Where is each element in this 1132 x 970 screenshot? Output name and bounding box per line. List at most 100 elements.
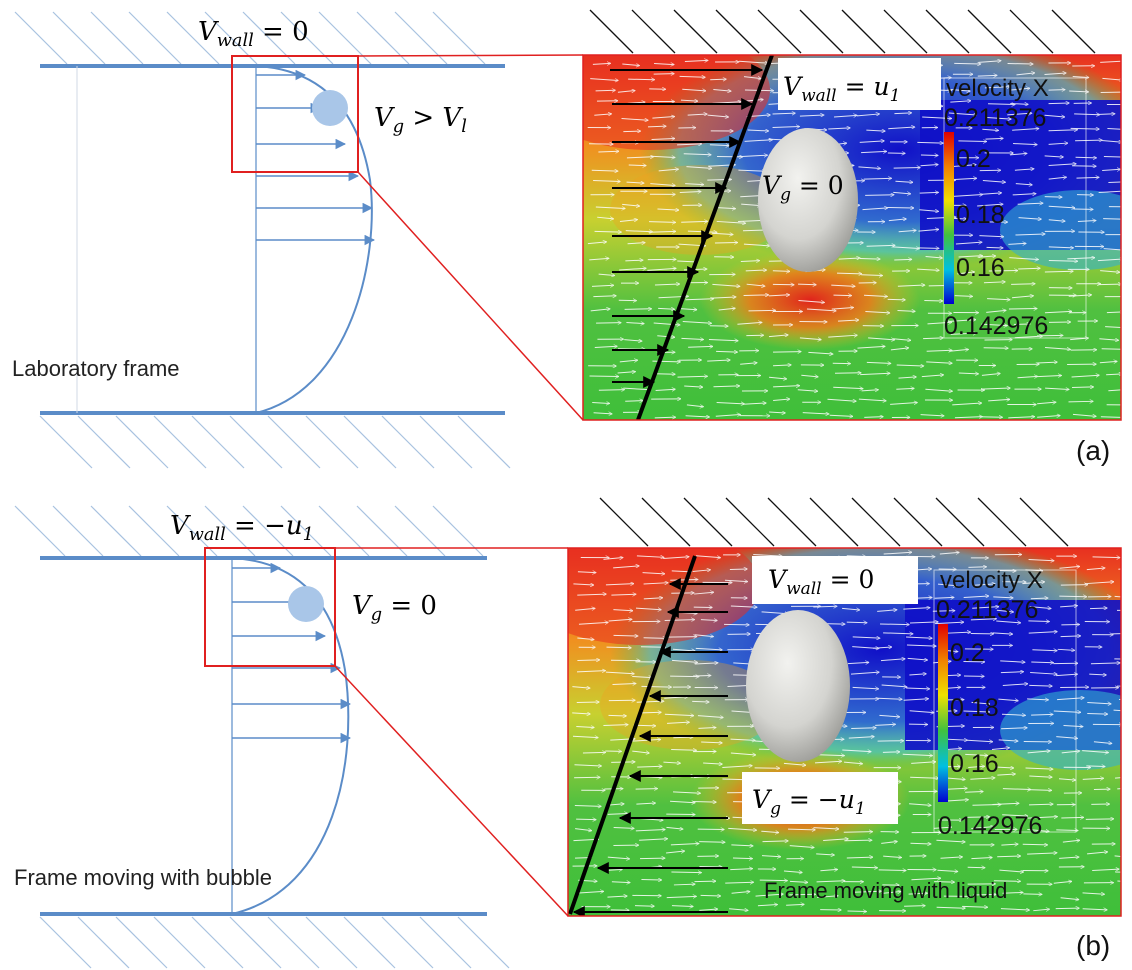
vector-arrow — [1101, 140, 1121, 142]
shear-arrows — [572, 578, 728, 916]
vector-arrow — [1056, 830, 1078, 831]
wall-velocity-label: Vwall = −u1 — [170, 511, 314, 545]
vector-arrow — [739, 60, 768, 63]
hatch-line — [343, 916, 396, 969]
vector-arrow — [680, 100, 698, 101]
vector-arrow — [814, 761, 842, 763]
vector-arrow — [1033, 909, 1049, 911]
vector-arrow — [1036, 335, 1063, 336]
vector-arrow — [655, 389, 676, 390]
vector-arrow — [813, 828, 838, 829]
vector-arrow — [979, 417, 1002, 418]
vector-arrow — [703, 763, 722, 764]
vector-arrow — [816, 896, 838, 898]
vector-arrow — [837, 273, 862, 274]
vector-arrow — [987, 299, 1010, 300]
vector-arrow — [921, 375, 944, 377]
vector-arrow — [1092, 557, 1120, 558]
vector-arrow — [997, 856, 1020, 857]
vector-arrow — [658, 308, 674, 309]
vector-arrow — [896, 388, 914, 389]
vector-arrow — [951, 165, 976, 168]
vector-arrow — [1048, 143, 1068, 144]
vector-arrow — [988, 399, 1010, 401]
legend-tick: 0.18 — [956, 201, 1005, 229]
vector-arrow — [880, 624, 909, 625]
vector-arrow — [954, 296, 973, 297]
hatch-line — [267, 916, 320, 969]
vector-arrow — [574, 805, 601, 806]
vector-arrow — [773, 386, 800, 387]
vector-arrow — [744, 140, 773, 142]
vector-arrow — [699, 842, 725, 843]
vector-arrow — [896, 365, 924, 366]
vector-arrow — [907, 658, 928, 660]
vector-arrow — [592, 402, 609, 403]
vector-arrow — [1089, 674, 1106, 675]
vector-arrow — [624, 309, 652, 310]
vector-arrow — [574, 765, 601, 766]
zoom-line — [357, 171, 584, 421]
vector-arrow — [619, 268, 646, 271]
frame-label: Laboratory frame — [12, 356, 180, 381]
hatch-line — [419, 916, 472, 969]
vector-arrow — [625, 231, 653, 232]
vector-arrow — [709, 145, 729, 146]
panel-tag: (b) — [1076, 930, 1110, 961]
shear-line — [568, 555, 697, 915]
vector-arrow — [590, 78, 618, 81]
hatch-line — [457, 415, 511, 469]
vector-arrow — [806, 308, 836, 311]
vector-arrow — [883, 633, 913, 634]
hatch-line — [631, 9, 676, 54]
vector-arrow — [607, 804, 624, 805]
vector-arrow — [1090, 663, 1120, 664]
vector-arrow — [613, 566, 639, 569]
vector-arrow — [1027, 853, 1057, 854]
vector-arrow — [695, 555, 720, 558]
hatch-line — [115, 415, 169, 469]
vector-arrow — [922, 117, 951, 118]
vector-arrow — [923, 338, 943, 339]
hatch-line — [841, 9, 886, 54]
hatch-line — [191, 916, 244, 969]
vector-arrow — [694, 592, 714, 595]
vector-arrow — [820, 869, 837, 870]
hatch-line — [977, 497, 1027, 547]
vector-arrow — [589, 258, 609, 260]
hatch-line — [673, 9, 718, 54]
vector-arrow — [634, 906, 654, 907]
hatch-line — [725, 497, 775, 547]
vector-arrow — [625, 401, 643, 402]
vector-arrow — [574, 777, 600, 778]
hatch-line — [77, 415, 131, 469]
vector-arrow — [732, 858, 753, 859]
vector-arrow — [663, 762, 680, 763]
hatch-line — [683, 497, 733, 547]
vector-arrow — [1001, 844, 1018, 845]
vector-arrow — [894, 259, 912, 260]
vector-arrow — [985, 138, 1003, 139]
vector-arrow — [1113, 709, 1121, 712]
vector-arrow — [799, 115, 824, 116]
vector-arrow — [887, 207, 914, 208]
hatch-line — [799, 9, 844, 54]
vector-arrow — [740, 261, 760, 262]
hatch-line — [1051, 9, 1096, 54]
shear-line — [636, 55, 774, 420]
vector-arrow — [893, 192, 910, 193]
hatch-line — [1009, 9, 1054, 54]
vector-arrow — [685, 184, 704, 185]
vector-arrow — [652, 361, 680, 362]
hatch-line — [305, 415, 359, 469]
vector-arrow — [816, 881, 845, 882]
hatch-line — [893, 497, 943, 547]
vector-arrow — [958, 256, 983, 257]
panel-a: Vwall = 0 Vg > Vl Laboratory frame — [12, 9, 1122, 469]
vector-arrow — [1097, 259, 1121, 261]
vector-arrow — [783, 871, 802, 873]
vector-arrow — [998, 740, 1018, 741]
vector-arrow — [707, 114, 729, 117]
vector-arrow — [993, 597, 1013, 598]
vector-arrow — [572, 687, 590, 689]
